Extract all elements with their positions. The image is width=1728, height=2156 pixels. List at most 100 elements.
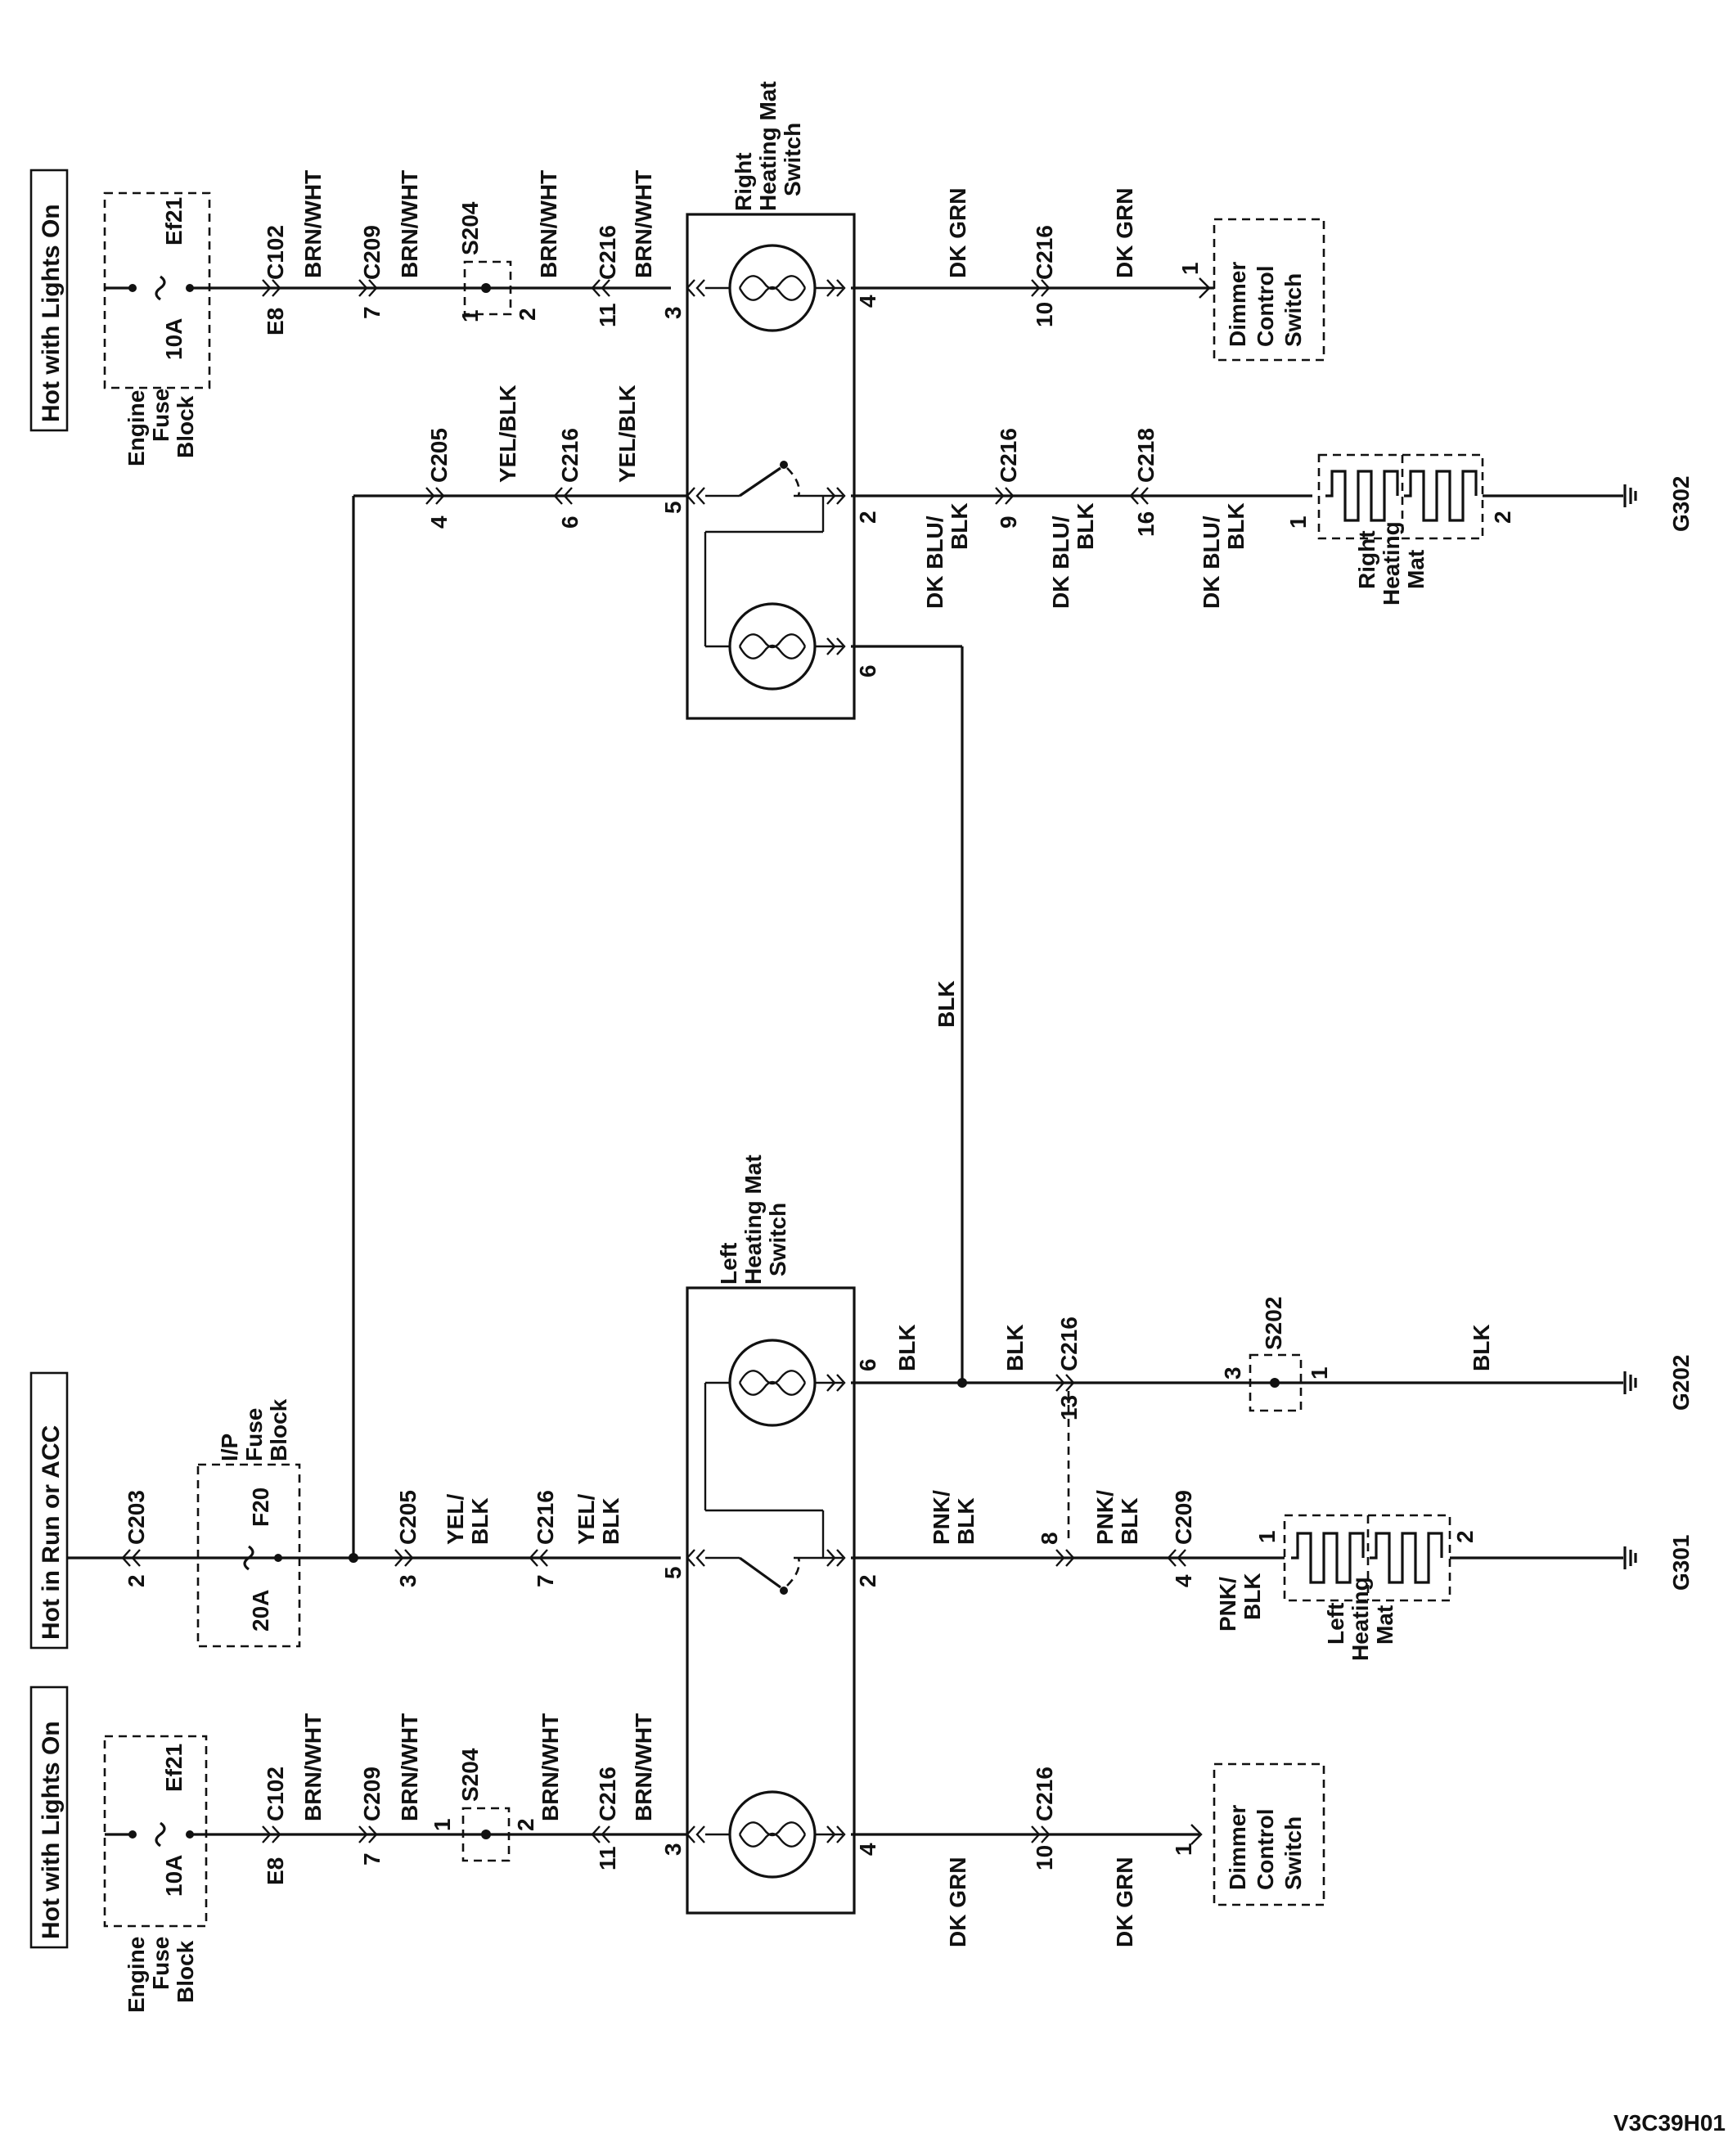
svg-text:DK GRN: DK GRN — [945, 1857, 970, 1947]
svg-text:Mat: Mat — [1403, 550, 1429, 589]
svg-text:Switch: Switch — [1280, 1816, 1306, 1890]
svg-text:3: 3 — [395, 1574, 421, 1587]
svg-text:BRN/WHT: BRN/WHT — [397, 1713, 422, 1821]
svg-text:1: 1 — [1254, 1530, 1280, 1543]
svg-text:3: 3 — [1220, 1366, 1245, 1380]
svg-text:YEL/: YEL/ — [574, 1494, 599, 1545]
left-heating-mat: Left Heating Mat 2 — [1283, 1514, 1478, 1661]
svg-text:E8: E8 — [263, 308, 288, 335]
svg-text:Ef21: Ef21 — [161, 1744, 187, 1792]
svg-text:1: 1 — [457, 309, 483, 322]
svg-text:11: 11 — [595, 1846, 620, 1870]
svg-text:2: 2 — [515, 308, 540, 321]
dimmer-control-switch-top: 1 Dimmer Control Switch — [1177, 218, 1325, 362]
svg-text:3: 3 — [660, 306, 686, 319]
svg-text:S204: S204 — [457, 1748, 483, 1802]
svg-text:BLK: BLK — [1073, 502, 1098, 550]
svg-text:6: 6 — [855, 664, 880, 677]
svg-text:YEL/: YEL/ — [443, 1494, 468, 1545]
svg-text:Ef21: Ef21 — [161, 197, 187, 245]
svg-text:20A: 20A — [248, 1590, 273, 1632]
svg-text:Hot with Lights On: Hot with Lights On — [38, 204, 65, 422]
svg-text:C209: C209 — [359, 1767, 385, 1821]
svg-text:Dimmer: Dimmer — [1225, 1805, 1250, 1890]
svg-text:2: 2 — [855, 1574, 880, 1587]
power-source-bottom: Hot with Lights On — [29, 1686, 69, 1949]
svg-text:11: 11 — [595, 303, 620, 327]
svg-text:5: 5 — [660, 501, 686, 514]
svg-text:C216: C216 — [533, 1490, 558, 1545]
svg-text:2: 2 — [124, 1574, 149, 1587]
svg-text:C216: C216 — [595, 225, 620, 280]
svg-text:C216: C216 — [1032, 1767, 1057, 1821]
svg-text:BLK: BLK — [598, 1497, 623, 1545]
svg-text:1: 1 — [1307, 1366, 1332, 1380]
svg-text:C216: C216 — [557, 428, 583, 483]
svg-text:Heating Mat: Heating Mat — [755, 81, 781, 211]
diagram-code: V3C39H01 — [1613, 2110, 1726, 2136]
svg-text:2: 2 — [1452, 1530, 1478, 1543]
svg-text:4: 4 — [426, 515, 452, 529]
svg-text:C216: C216 — [1032, 225, 1057, 280]
svg-text:PNK/: PNK/ — [1092, 1490, 1118, 1545]
svg-text:S202: S202 — [1261, 1297, 1286, 1350]
svg-text:PNK/: PNK/ — [1215, 1577, 1240, 1632]
dimmer-control-switch-bottom: 1 Dimmer Control Switch — [1171, 1762, 1325, 1906]
svg-text:2: 2 — [855, 511, 880, 524]
svg-text:DK BLU/: DK BLU/ — [1199, 515, 1224, 609]
svg-text:G301: G301 — [1668, 1535, 1694, 1591]
svg-text:BLK: BLK — [953, 1497, 979, 1545]
svg-text:Right: Right — [1354, 530, 1379, 589]
svg-text:Left: Left — [1323, 1603, 1348, 1645]
svg-text:4: 4 — [855, 1843, 880, 1856]
svg-text:Right: Right — [731, 152, 756, 211]
svg-text:1: 1 — [1177, 262, 1203, 275]
svg-text:Heating Mat: Heating Mat — [740, 1155, 766, 1285]
svg-text:C216: C216 — [996, 428, 1021, 483]
svg-text:2: 2 — [513, 1818, 538, 1831]
svg-text:BLK: BLK — [894, 1324, 920, 1371]
svg-text:Fuse: Fuse — [241, 1408, 267, 1461]
svg-text:7: 7 — [359, 306, 385, 319]
svg-text:BRN/WHT: BRN/WHT — [538, 1713, 563, 1821]
svg-text:1: 1 — [1171, 1843, 1196, 1856]
svg-text:C102: C102 — [263, 225, 288, 280]
power-source-middle: Hot in Run or ACC — [29, 1371, 69, 1650]
svg-text:I/P: I/P — [217, 1434, 242, 1461]
svg-text:F20: F20 — [248, 1488, 273, 1527]
svg-text:6: 6 — [557, 515, 583, 529]
svg-text:Block: Block — [173, 395, 198, 458]
svg-text:1: 1 — [1285, 515, 1311, 529]
svg-text:16: 16 — [1133, 511, 1159, 537]
engine-fuse-block-top: Ef21 10A Engine Fuse Block — [103, 191, 211, 466]
svg-text:C102: C102 — [263, 1767, 288, 1821]
svg-text:PNK/: PNK/ — [929, 1490, 954, 1545]
svg-text:6: 6 — [855, 1358, 880, 1371]
svg-text:BLK: BLK — [1240, 1573, 1265, 1620]
right-heating-mat: Right Heating Mat 2 — [1317, 453, 1515, 605]
svg-text:5: 5 — [660, 1566, 686, 1579]
svg-text:Fuse: Fuse — [148, 1937, 173, 1990]
svg-text:7: 7 — [359, 1852, 385, 1866]
svg-text:BLK: BLK — [934, 980, 959, 1028]
svg-text:7: 7 — [533, 1574, 558, 1587]
svg-text:C216: C216 — [595, 1767, 620, 1821]
svg-text:10: 10 — [1032, 302, 1057, 327]
engine-fuse-block-bottom: Ef21 10A Engine Fuse Block — [103, 1735, 208, 2013]
svg-text:E8: E8 — [263, 1857, 288, 1885]
svg-text:Dimmer: Dimmer — [1225, 262, 1250, 347]
svg-text:8: 8 — [1037, 1532, 1062, 1545]
svg-text:C203: C203 — [124, 1490, 149, 1545]
svg-text:C209: C209 — [1171, 1490, 1196, 1545]
svg-text:DK GRN: DK GRN — [1112, 1857, 1137, 1947]
svg-text:Mat: Mat — [1372, 1605, 1397, 1645]
svg-text:Heating: Heating — [1348, 1577, 1373, 1661]
svg-text:BLK: BLK — [1223, 502, 1249, 550]
svg-text:C205: C205 — [395, 1490, 421, 1545]
svg-text:BRN/WHT: BRN/WHT — [631, 1713, 656, 1821]
svg-text:BRN/WHT: BRN/WHT — [536, 170, 561, 278]
svg-text:BLK: BLK — [467, 1497, 493, 1545]
svg-text:10A: 10A — [161, 1855, 187, 1897]
svg-text:G202: G202 — [1668, 1355, 1694, 1411]
